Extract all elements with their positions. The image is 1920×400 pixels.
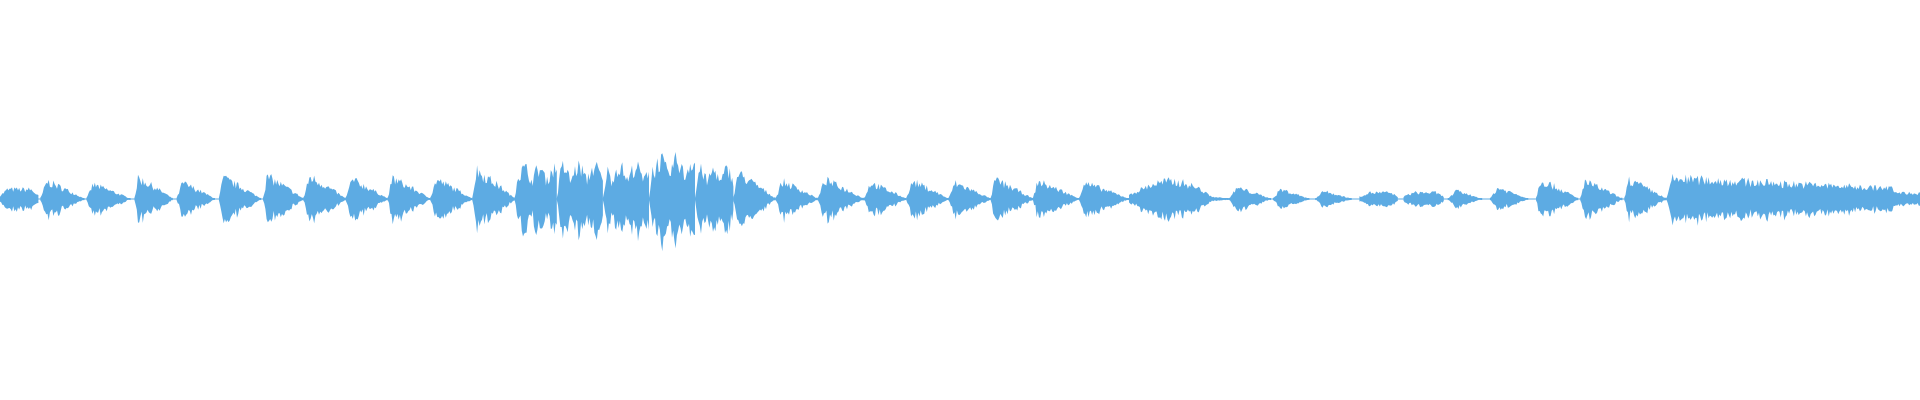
- waveform-segment: [1315, 190, 1352, 208]
- waveform-segment: [1624, 176, 1667, 223]
- waveform-segment: [430, 179, 473, 219]
- waveform-segment: [864, 182, 907, 217]
- waveform-segment: [602, 161, 649, 242]
- waveform-segment: [514, 163, 557, 237]
- waveform-segment: [40, 179, 85, 221]
- waveform-segment: [649, 152, 695, 252]
- waveform-segment: [990, 177, 1033, 221]
- waveform-segment: [0, 187, 39, 212]
- waveform-segment: [472, 165, 515, 234]
- waveform-segment: [86, 182, 131, 216]
- waveform-segment: [345, 178, 388, 221]
- waveform-segment: [303, 175, 346, 224]
- waveform-segment: [1033, 180, 1079, 218]
- waveform-segment: [134, 174, 173, 223]
- waveform-segment: [1580, 179, 1623, 220]
- waveform-segment: [817, 176, 864, 224]
- waveform-segments: [0, 152, 1920, 252]
- waveform-segment: [1273, 188, 1310, 209]
- waveform-segment: [1228, 187, 1271, 213]
- waveform-segment: [1079, 182, 1129, 218]
- waveform-segment: [1536, 181, 1579, 217]
- waveform-segment: [1666, 173, 1920, 226]
- waveform-segment: [1403, 191, 1444, 208]
- waveform-segment: [1129, 177, 1229, 222]
- waveform-segment: [263, 174, 304, 223]
- waveform-segment: [1359, 191, 1398, 208]
- waveform-segment: [1489, 188, 1529, 211]
- waveform-segment: [733, 171, 776, 227]
- waveform-segment: [775, 178, 818, 223]
- waveform-segment: [948, 180, 991, 220]
- waveform-segment: [906, 179, 949, 221]
- waveform-segment: [176, 181, 215, 217]
- waveform-segment: [218, 175, 262, 224]
- waveform-segment: [1447, 189, 1483, 209]
- waveform-segment: [695, 163, 734, 235]
- waveform-segment: [387, 175, 431, 225]
- waveform-segment: [556, 160, 603, 241]
